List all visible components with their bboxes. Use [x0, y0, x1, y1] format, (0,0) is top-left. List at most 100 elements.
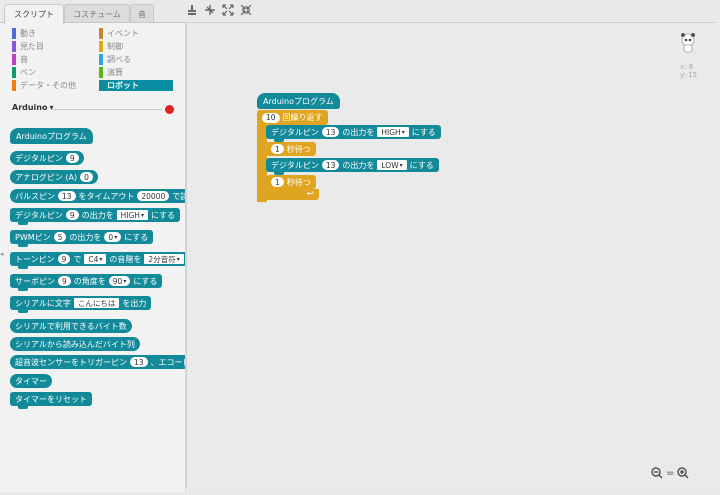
block-label: 秒待つ: [286, 177, 311, 187]
level-dropdown[interactable]: HIGH▾: [116, 210, 148, 220]
zoom-reset-button[interactable]: =: [666, 467, 675, 479]
shrink-icon[interactable]: [240, 4, 252, 16]
category-control[interactable]: 制御: [99, 41, 173, 52]
repeat-block-arm: [257, 124, 267, 202]
chevron-down-icon: ▾: [401, 128, 405, 136]
pin-input[interactable]: 9: [57, 254, 71, 264]
pin-input[interactable]: 9: [65, 210, 79, 220]
pin-input[interactable]: 9: [65, 153, 79, 163]
category-color-bar: [12, 28, 16, 39]
pin-input[interactable]: 0: [80, 172, 93, 182]
category-sound[interactable]: 音: [12, 54, 92, 65]
category-robot[interactable]: ロボット: [99, 80, 173, 91]
category-events[interactable]: イベント: [99, 28, 173, 39]
seconds-input[interactable]: 1: [271, 144, 284, 154]
block-serial-available[interactable]: シリアルで利用できるバイト数: [10, 319, 132, 333]
tab-bar: スクリプト コスチューム 音: [0, 0, 186, 24]
loop-arrow-icon: ↩: [307, 189, 314, 198]
level-dropdown[interactable]: LOW▾: [377, 160, 407, 170]
category-label: 制御: [107, 42, 123, 51]
grow-icon[interactable]: [222, 4, 234, 16]
seconds-input[interactable]: 1: [271, 177, 284, 187]
pin-input[interactable]: 5: [53, 232, 67, 242]
block-reset-timer[interactable]: タイマーをリセット: [10, 392, 92, 409]
category-color-bar: [12, 54, 16, 65]
block-serial-read[interactable]: シリアルから読み込んだバイト列: [10, 337, 140, 351]
category-color-bar: [99, 80, 103, 91]
block-label: を出力: [122, 298, 147, 308]
zoom-out-icon[interactable]: [651, 467, 663, 479]
category-data[interactable]: データ・その他: [12, 80, 92, 91]
block-label: サーボピン: [15, 276, 55, 286]
toolbar: [186, 3, 252, 17]
chevron-down-icon: ▾: [123, 277, 127, 285]
pin-input[interactable]: 9: [58, 276, 71, 286]
block-label: にする: [150, 210, 176, 220]
block-label: の出力を: [69, 232, 102, 242]
beat-dropdown[interactable]: 2分音符▾: [144, 254, 184, 264]
tab-costumes[interactable]: コスチューム: [64, 4, 130, 23]
category-label: 音: [20, 55, 28, 64]
category-label: 調べる: [107, 55, 131, 64]
block-analog-pin-reporter[interactable]: アナログピン (A)0: [10, 170, 98, 184]
extension-header[interactable]: Arduino▾: [12, 103, 54, 112]
block-label: タイマーをリセット: [15, 394, 87, 404]
text-input[interactable]: こんにちは: [73, 298, 120, 308]
block-arduino-program[interactable]: Arduinoプログラム: [10, 128, 93, 144]
block-label: シリアルから読み込んだバイト列: [15, 339, 135, 349]
category-motion[interactable]: 動き: [12, 28, 92, 39]
pin-input[interactable]: 13: [321, 127, 340, 137]
category-pen[interactable]: ペン: [12, 67, 92, 78]
block-serial-print[interactable]: シリアルに文字こんにちはを出力: [10, 296, 152, 313]
block-label: 秒待つ: [286, 144, 311, 154]
repeat-count-input[interactable]: 10: [262, 112, 280, 123]
pin-input[interactable]: 13: [321, 160, 340, 170]
zoom-in-icon[interactable]: [677, 467, 689, 479]
block-pulse-pin-reporter[interactable]: パルスピン13をタイムアウト20000で読む: [10, 189, 185, 203]
note-dropdown[interactable]: C4▾: [84, 254, 107, 264]
category-label: 見た目: [20, 42, 44, 51]
palette-resize-handle[interactable]: ◂: [0, 250, 4, 258]
category-operators[interactable]: 演算: [99, 67, 173, 78]
block-timer[interactable]: タイマー: [10, 374, 52, 388]
category-looks[interactable]: 見た目: [12, 41, 92, 52]
block-label: 超音波センサーをトリガーピン: [15, 357, 127, 367]
script-hat-arduino-program[interactable]: Arduinoプログラム: [257, 93, 340, 109]
block-label: にする: [409, 160, 434, 170]
angle-dropdown[interactable]: 90▾: [108, 276, 131, 286]
dropdown-value: 2分音符: [148, 254, 176, 264]
block-label: PWMピン: [15, 232, 51, 242]
pwm-dropdown[interactable]: 0▾: [104, 232, 122, 242]
block-palette: 動き 見た目 音 ペン データ・その他 イベント 制御 調べる 演算 ロボット …: [0, 22, 186, 492]
pin-input[interactable]: 13: [130, 357, 148, 367]
category-sensing[interactable]: 調べる: [99, 54, 173, 65]
tab-scripts[interactable]: スクリプト: [4, 4, 64, 24]
timeout-input[interactable]: 20000: [137, 191, 170, 201]
chevron-down-icon: ▾: [49, 103, 54, 112]
cut-icon[interactable]: [204, 4, 216, 16]
tab-sounds[interactable]: 音: [130, 4, 154, 23]
panda-sprite-icon: [681, 33, 695, 53]
block-label: デジタルピン: [271, 127, 319, 137]
block-label: タイマー: [15, 376, 47, 386]
block-label: アナログピン (A): [15, 172, 78, 182]
block-label: シリアルで利用できるバイト数: [15, 321, 127, 331]
block-label: をタイムアウト: [78, 191, 135, 201]
stamp-icon[interactable]: [186, 4, 198, 16]
pin-input[interactable]: 13: [58, 191, 76, 201]
block-label: で読む: [172, 191, 185, 201]
category-label: イベント: [107, 29, 139, 38]
level-dropdown[interactable]: HIGH▾: [377, 127, 409, 137]
